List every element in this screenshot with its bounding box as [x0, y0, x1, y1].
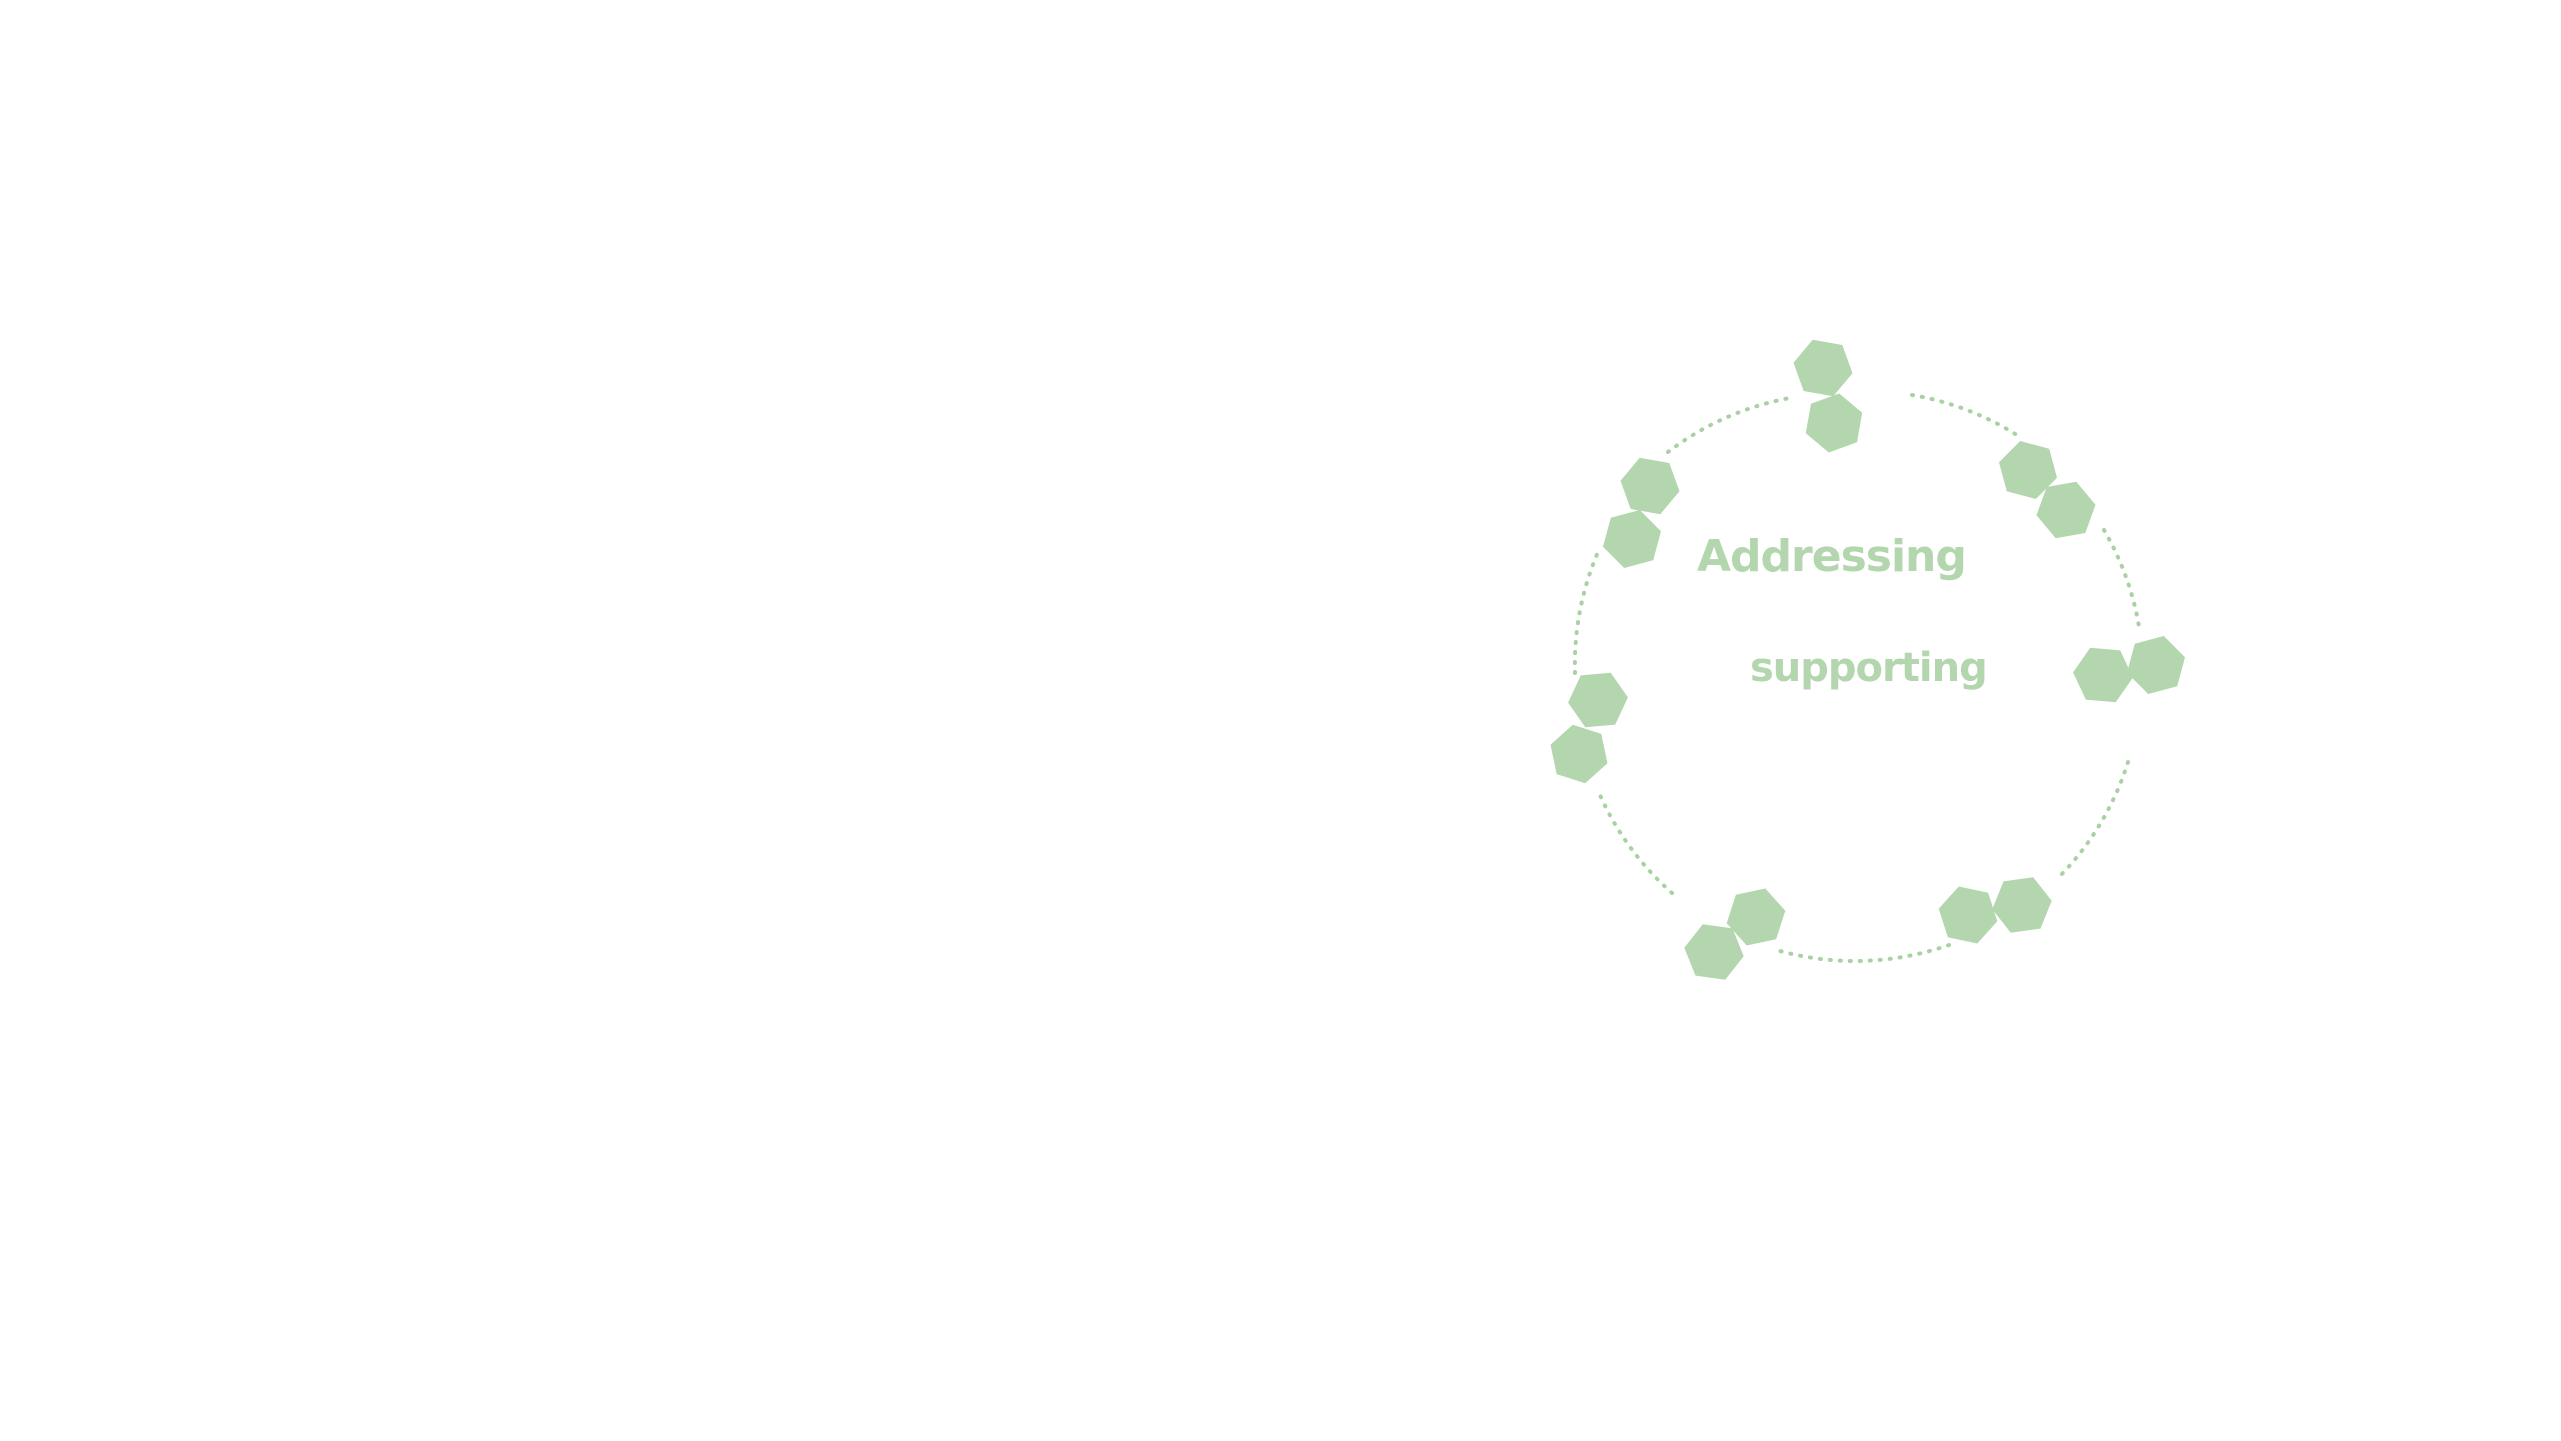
ring-arc-left-lower [1598, 793, 1674, 895]
hexagon-pair-icon-right [2073, 636, 2185, 703]
ring-arc-top-right [1910, 393, 2022, 439]
hexagon-pair-icon-upper-right [1999, 441, 2096, 539]
ring-arc-top-left [1666, 396, 1792, 454]
hexagon-icon [1620, 457, 1680, 515]
hexagon-icon [1568, 672, 1628, 728]
hexagon-pair-icon-top [1793, 339, 1863, 453]
hexagon-icon [2073, 647, 2133, 703]
label-addressing: Addressing [1697, 531, 1966, 582]
hexagon-groups [1550, 339, 2185, 980]
hexagon-icon [1726, 888, 1786, 946]
ring-arc-bottom [1778, 943, 1951, 963]
hexagon-pair-icon-upper-left [1603, 457, 1680, 568]
hexagon-icon [2036, 481, 2096, 539]
hexagon-icon [1938, 886, 1998, 944]
hexagon-pair-icon-lower-right [1938, 877, 2052, 944]
hexagon-pair-icon-left [1550, 672, 1628, 784]
dotted-ring [1572, 393, 2142, 963]
ring-arc-right-upper [2102, 528, 2142, 635]
hexagon-icon [1999, 441, 2057, 499]
hexagon-icon [1992, 877, 2052, 933]
hexagon-icon [1805, 393, 1863, 453]
hexagon-icon [2127, 636, 2185, 694]
hexagon-icon [1684, 924, 1744, 980]
hexagon-icon [1793, 339, 1853, 397]
ring-arc-right-lower [2054, 760, 2130, 882]
hexagon-icon [1550, 724, 1608, 784]
label-supporting: supporting [1750, 645, 1987, 691]
hexagon-icon [1603, 510, 1661, 568]
hexagon-pair-icon-bottom [1684, 888, 1786, 980]
ring-arc-left-upper [1572, 550, 1600, 675]
